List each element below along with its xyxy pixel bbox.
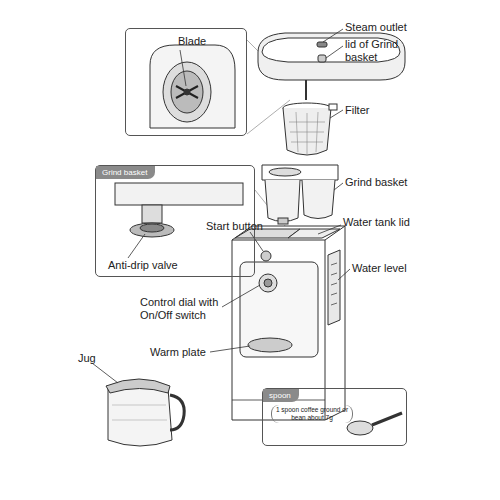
part-label: Start button	[206, 220, 263, 233]
part-label: lid of Grind basket	[345, 38, 415, 64]
part-label: Steam outlet	[345, 21, 407, 34]
part-label: Anti-drip valve	[108, 259, 178, 272]
jug	[106, 379, 184, 446]
part-label: Blade	[178, 35, 206, 48]
part-label: Warm plate	[150, 346, 206, 359]
spoon-inset: spoon 1 spoon coffee ground or bean about…	[262, 388, 407, 446]
part-label: Control dial with On/Off switch	[140, 296, 232, 322]
spoon-art	[347, 413, 402, 435]
part-label: Grind basket	[345, 176, 407, 189]
blade-inset-art	[150, 45, 235, 128]
part-label: Jug	[78, 352, 96, 365]
part-label: Filter	[345, 104, 369, 117]
blade-inset: Blade	[125, 28, 247, 136]
machine-body	[232, 226, 345, 420]
inset-title: spoon	[263, 389, 299, 402]
part-label: Water tank lid	[343, 216, 410, 229]
filter	[283, 103, 337, 155]
inset-title: Grind basket	[96, 166, 155, 179]
label-leaders	[92, 29, 350, 383]
part-label: Water level	[352, 262, 407, 275]
note-text: 1 spoon coffee ground or bean about 7g	[271, 405, 353, 423]
grind-basket	[262, 165, 338, 224]
